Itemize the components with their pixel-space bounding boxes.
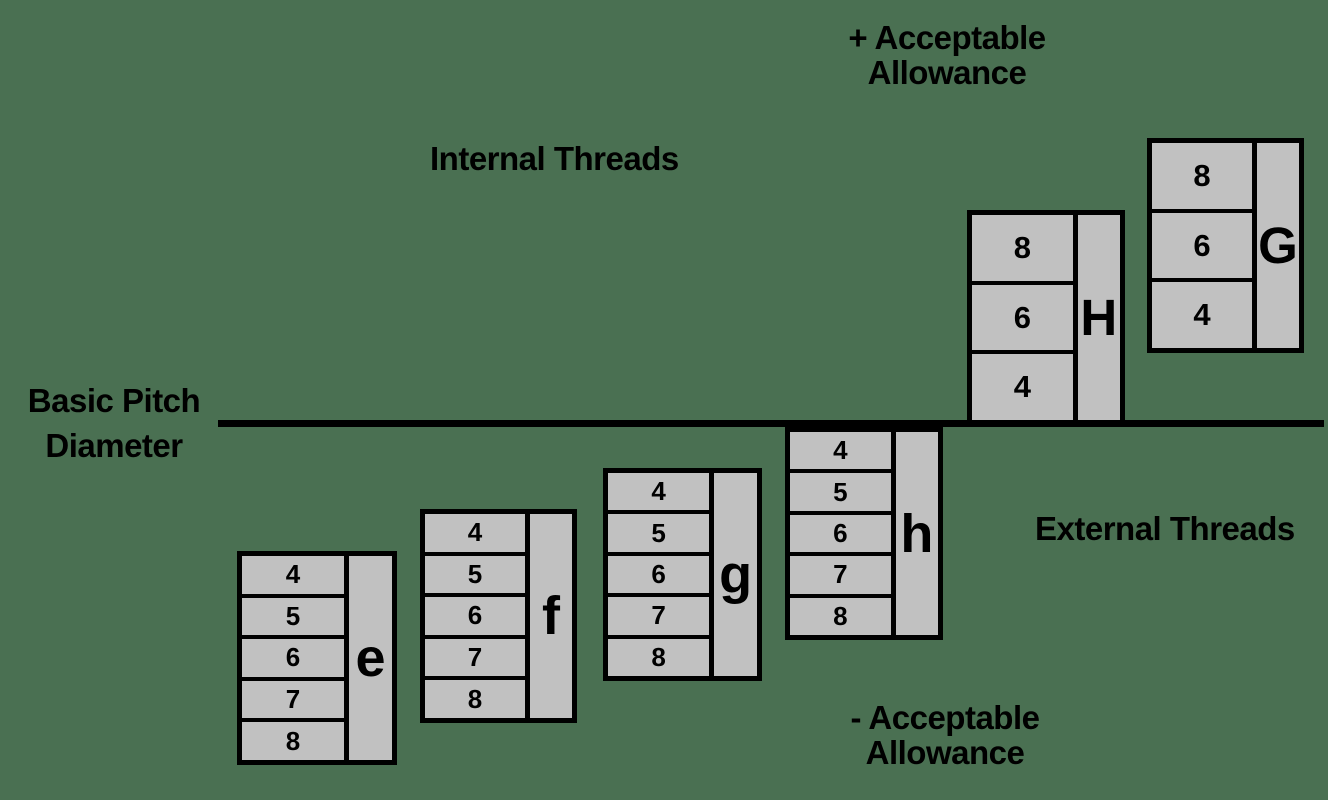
label-basic-pitch-diameter: Basic Pitch Diameter (8, 378, 220, 468)
grade-cell: 8 (1152, 143, 1252, 213)
grade-cell: 6 (1152, 212, 1252, 283)
grade-column: 4 5 6 7 8 (242, 556, 349, 760)
label-line: Basic Pitch (27, 382, 201, 419)
tolerance-block-h: 4 5 6 7 8 h (785, 427, 943, 640)
label-plus-acceptable-allowance: + Acceptable Allowance (787, 20, 1107, 90)
tolerance-block-g: 4 5 6 7 8 g (603, 468, 762, 681)
grade-cell: 8 (790, 597, 891, 636)
grade-cell: 5 (790, 473, 891, 515)
grade-column: 8 6 4 (972, 215, 1078, 421)
grade-column: 4 5 6 7 8 (608, 473, 715, 677)
grade-cell: 6 (972, 284, 1073, 355)
label-line: + Acceptable (848, 19, 1046, 56)
label-external-threads: External Threads (1035, 510, 1295, 547)
grade-cell: 7 (608, 597, 710, 639)
grade-cell: 6 (425, 597, 525, 639)
grade-column: 4 5 6 7 8 (425, 514, 530, 718)
label-internal-threads: Internal Threads (430, 140, 679, 177)
grade-cell: 6 (608, 555, 710, 598)
tolerance-letter: f (529, 514, 572, 718)
grade-cell: 8 (425, 680, 525, 718)
tolerance-letter: g (714, 473, 757, 676)
grade-column: 8 6 4 (1152, 143, 1257, 349)
grade-cell: 6 (242, 639, 344, 681)
grade-cell: 4 (972, 354, 1073, 421)
grade-cell: 8 (972, 215, 1073, 285)
label-line: Diameter (45, 427, 183, 464)
grade-cell: 6 (790, 514, 891, 557)
tolerance-block-H: 8 6 4 H (967, 210, 1125, 425)
grade-column: 4 5 6 7 8 (790, 432, 896, 636)
grade-cell: 8 (242, 722, 344, 760)
label-line: Allowance (867, 54, 1027, 91)
grade-cell: 4 (1152, 282, 1252, 349)
grade-cell: 5 (242, 597, 344, 640)
tolerance-letter: h (895, 432, 938, 635)
tolerance-block-e: 4 5 6 7 8 e (237, 551, 397, 765)
grade-cell: 4 (425, 514, 525, 556)
tolerance-block-f: 4 5 6 7 8 f (420, 509, 577, 723)
basic-pitch-diameter-line (218, 420, 1324, 427)
label-line: - Acceptable (850, 699, 1040, 736)
grade-cell: 7 (425, 638, 525, 681)
grade-cell: 4 (790, 432, 891, 474)
grade-cell: 4 (242, 556, 344, 598)
tolerance-letter: H (1077, 215, 1120, 420)
grade-cell: 7 (790, 556, 891, 598)
grade-cell: 4 (608, 473, 710, 515)
grade-cell: 5 (425, 555, 525, 598)
tolerance-letter: G (1256, 143, 1299, 348)
grade-cell: 5 (608, 514, 710, 556)
tolerance-block-G: 8 6 4 G (1147, 138, 1304, 353)
label-minus-acceptable-allowance: - Acceptable Allowance (785, 700, 1105, 770)
label-line: Allowance (865, 734, 1025, 771)
grade-cell: 7 (242, 680, 344, 723)
grade-cell: 8 (608, 638, 710, 677)
tolerance-letter: e (349, 556, 392, 760)
